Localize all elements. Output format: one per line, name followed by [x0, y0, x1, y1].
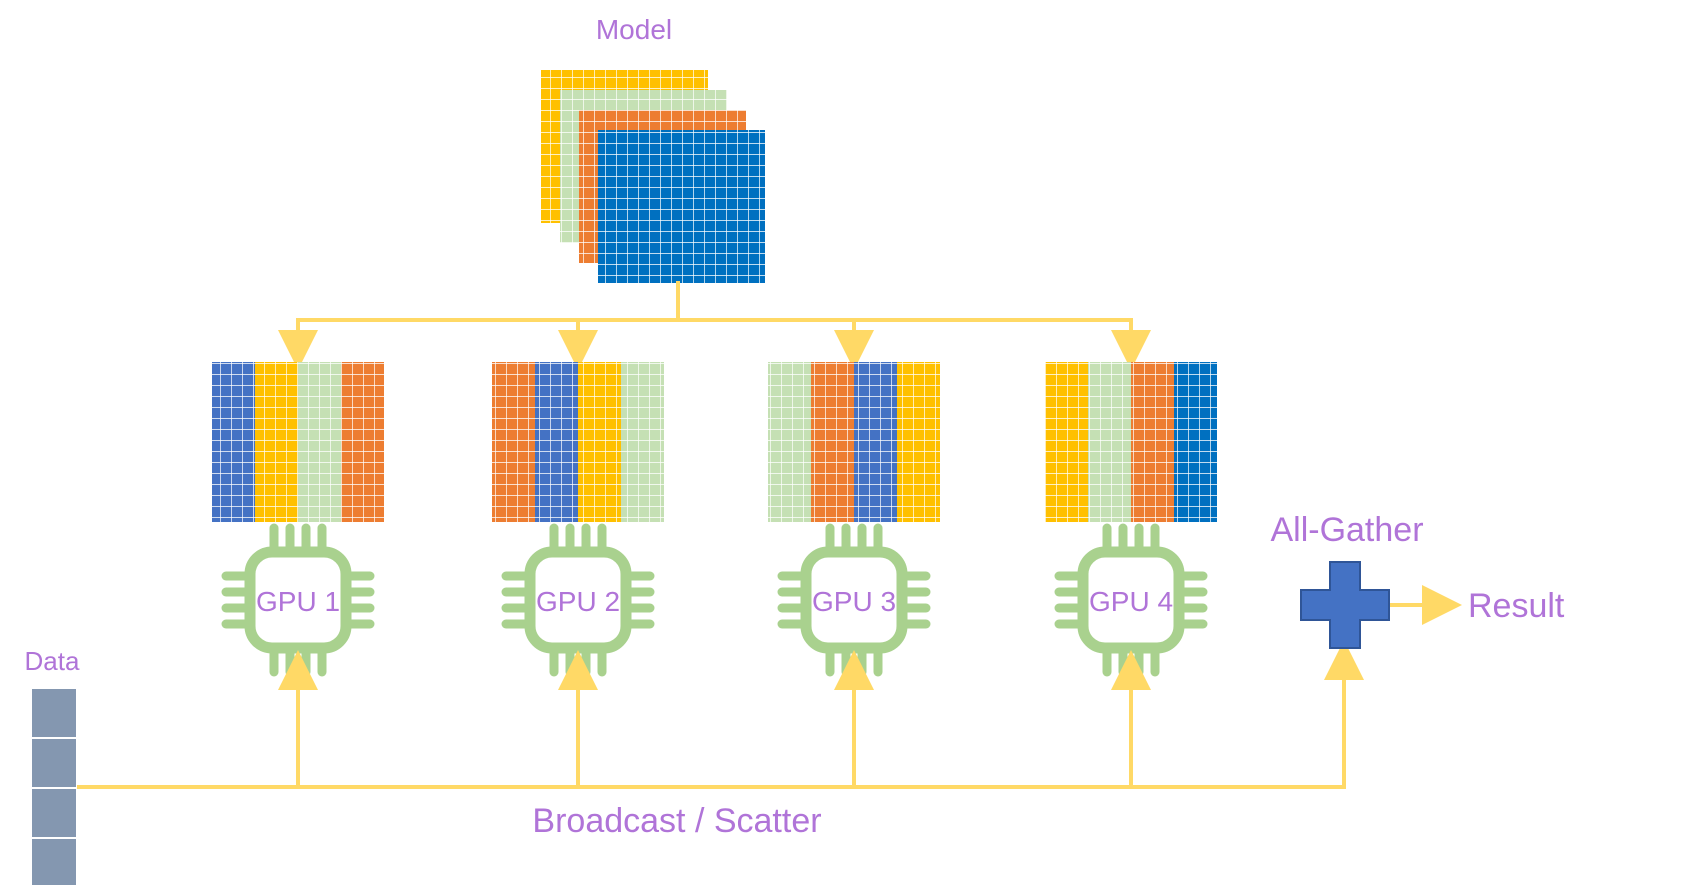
model-shard [768, 362, 940, 522]
data-block [30, 787, 78, 839]
gpu-label: GPU 4 [1089, 586, 1173, 617]
gpu-2: GPU 2 [492, 362, 664, 677]
data-block [30, 687, 78, 739]
gpu-4: GPU 4 [1045, 362, 1217, 677]
gpu-3: GPU 3 [768, 362, 940, 677]
model-shard [212, 362, 384, 522]
gpu-chip-icon [501, 523, 655, 677]
model-distribution-arrows [278, 281, 1151, 370]
all-gather-label: All-Gather [1270, 511, 1423, 549]
model-shard [1045, 362, 1217, 522]
gpu-label: GPU 2 [536, 586, 620, 617]
model-label: Model [596, 14, 672, 45]
data-block [30, 837, 78, 885]
gpu-group: GPU 1 GPU 2 GPU 3 GPU 4 [212, 362, 1217, 677]
model-shard [492, 362, 664, 522]
gpu-label: GPU 1 [256, 586, 340, 617]
data-block [30, 737, 78, 789]
model-layer [598, 130, 765, 283]
gpu-1: GPU 1 [212, 362, 384, 677]
plus-icon [1300, 561, 1390, 649]
gpu-label: GPU 3 [812, 586, 896, 617]
model-layer-stack [541, 70, 765, 283]
data-label: Data [25, 646, 80, 676]
broadcast-arrows [77, 640, 1364, 789]
broadcast-scatter-label: Broadcast / Scatter [532, 802, 821, 840]
result-label: Result [1468, 587, 1565, 625]
data-blocks [30, 687, 78, 885]
